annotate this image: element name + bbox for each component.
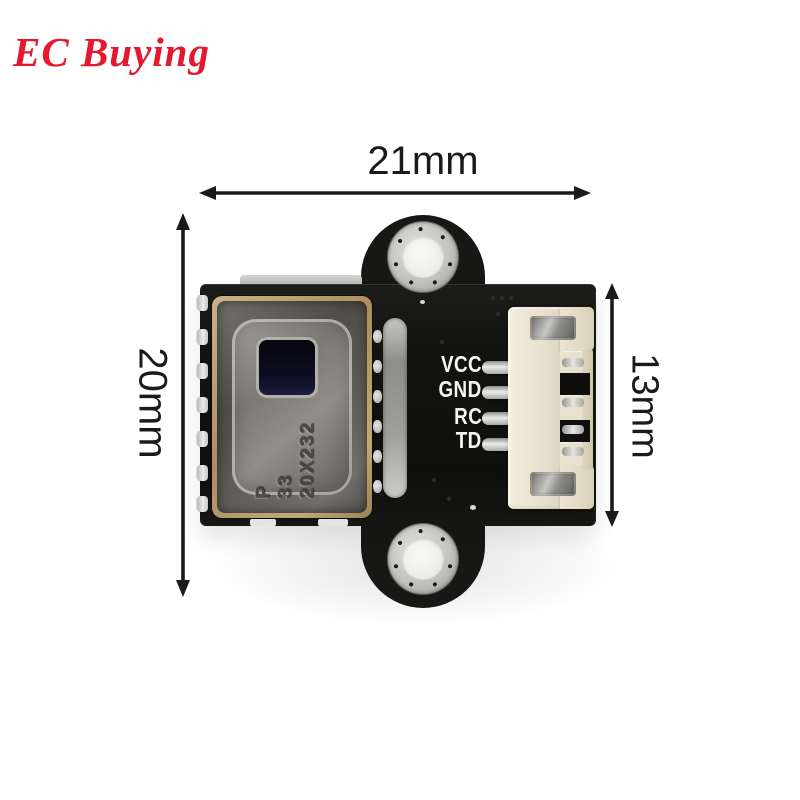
bottom-solder-pad xyxy=(318,519,348,526)
edge-pad xyxy=(197,431,208,447)
solder-speck xyxy=(420,300,425,304)
sensor-side-pad xyxy=(373,390,382,403)
edge-pad xyxy=(197,295,208,311)
edge-pad xyxy=(197,363,208,379)
thermal-sensor-package xyxy=(212,296,372,518)
via-hole xyxy=(491,296,495,300)
jst-contact xyxy=(562,398,584,407)
sensor-aperture-window xyxy=(259,340,315,395)
board-width-dimension-label: 21mm xyxy=(367,139,479,183)
jst-contact xyxy=(562,358,584,367)
silkscreen-label-gnd: GND xyxy=(438,376,482,402)
mounting-hole-bottom-bore xyxy=(402,538,444,580)
sensor-side-pad xyxy=(373,360,382,373)
jst-contact xyxy=(562,447,584,456)
sensor-marking-line-2: 33 xyxy=(275,473,296,499)
jst-contact xyxy=(562,425,584,434)
connector-pin-rc xyxy=(482,412,513,425)
mounting-hole-bottom xyxy=(388,524,458,594)
board-height-dimension-label: 20mm xyxy=(130,347,175,459)
connector-pin-td xyxy=(482,438,513,451)
sensor-marking-line-1: P xyxy=(253,484,274,499)
sensor-side-pad xyxy=(373,420,382,433)
connector-pin-vcc xyxy=(482,361,513,374)
board-height-dimension-arrow xyxy=(176,213,190,597)
jst-solder-tab-top xyxy=(530,316,576,340)
via-hole xyxy=(432,478,436,482)
jst-solder-tab-bottom xyxy=(530,472,576,496)
sensor-marking-line-3: 20X232 xyxy=(297,421,318,499)
connector-height-dimension-label: 13mm xyxy=(623,353,666,459)
sensor-marking-text: P 33 20X232 xyxy=(253,379,323,503)
edge-pad xyxy=(197,465,208,481)
jst-connector-cavity xyxy=(560,373,590,395)
connector-pin-gnd xyxy=(482,386,513,399)
edge-pad xyxy=(197,329,208,345)
mounting-hole-top-bore xyxy=(402,236,444,278)
via-hole xyxy=(509,296,513,300)
silkscreen-label-rc: RC xyxy=(453,403,482,429)
bottom-solder-pad xyxy=(250,519,276,526)
sensor-side-pad xyxy=(373,330,382,343)
via-hole xyxy=(496,312,500,316)
solder-speck xyxy=(470,505,476,510)
brand-watermark: EC Buying xyxy=(13,29,210,75)
via-hole xyxy=(447,497,451,501)
pcb-slot xyxy=(383,318,407,498)
sensor-side-pad xyxy=(373,450,382,463)
mounting-hole-top xyxy=(388,222,458,292)
edge-pad xyxy=(197,397,208,413)
via-hole xyxy=(440,340,444,344)
silkscreen-label-td: TD xyxy=(456,427,482,453)
sensor-metal-can xyxy=(217,301,367,513)
board-width-dimension-arrow xyxy=(199,186,591,200)
sensor-side-pad xyxy=(373,480,382,493)
via-hole xyxy=(500,296,504,300)
silkscreen-label-vcc: VCC xyxy=(440,351,482,377)
edge-pad xyxy=(197,496,208,512)
connector-height-dimension-arrow xyxy=(605,283,619,527)
